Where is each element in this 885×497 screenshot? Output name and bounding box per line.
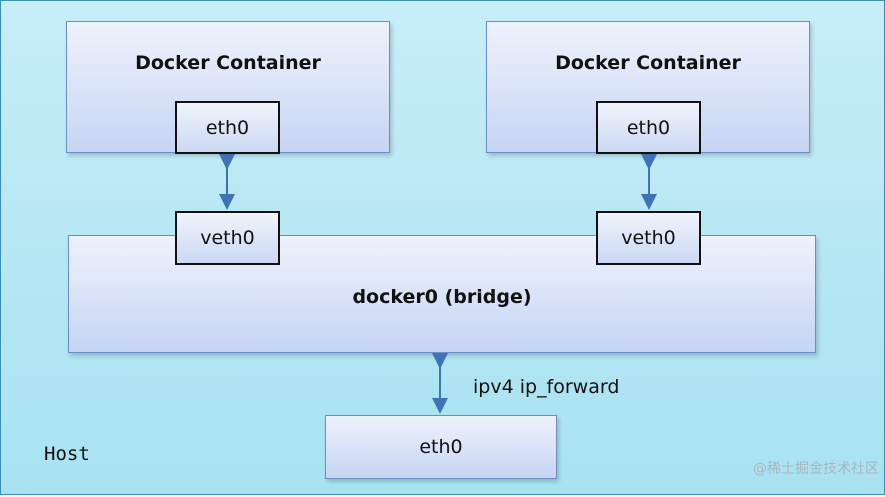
host-eth0-label: eth0 xyxy=(419,436,463,458)
ip-forward-label: ipv4 ip_forward xyxy=(473,376,620,398)
container-eth0-left: eth0 xyxy=(175,101,280,154)
veth0-left: veth0 xyxy=(175,211,280,265)
container-title: Docker Container xyxy=(135,52,321,74)
host-label: Host xyxy=(44,443,90,465)
container-title: Docker Container xyxy=(555,52,741,74)
watermark: @稀土掘金技术社区 xyxy=(753,461,879,477)
container-eth0-right: eth0 xyxy=(596,101,701,154)
bridge-title: docker0 (bridge) xyxy=(352,286,532,308)
host-eth0: eth0 xyxy=(325,415,557,479)
veth0-right: veth0 xyxy=(596,211,701,265)
